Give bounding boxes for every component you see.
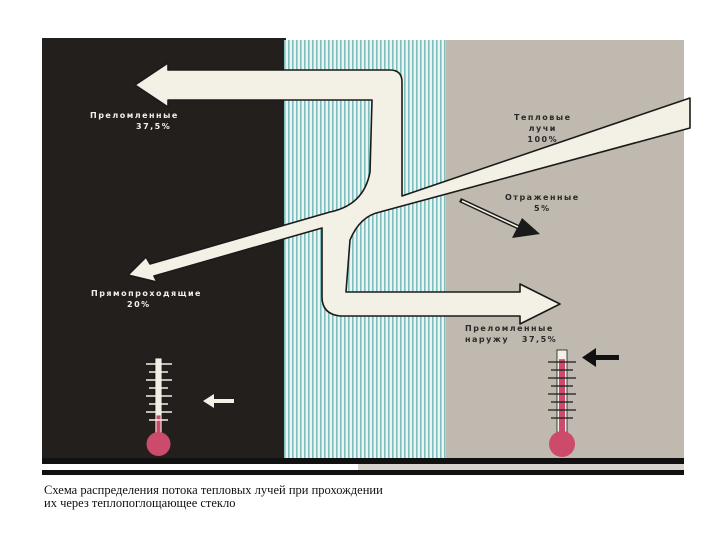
- reflected-value: 5%: [505, 203, 580, 214]
- inside-thermometer-bulb: [147, 432, 171, 456]
- direct-value: 20%: [91, 299, 202, 310]
- floor-band-bottom: [42, 470, 684, 475]
- reflected-title: Отраженные: [505, 192, 580, 203]
- glass-pane: [284, 40, 446, 460]
- caption-line-2: их через теплопоглощающее стекло: [44, 497, 684, 510]
- refracted-outside-value: наружу 37,5%: [465, 334, 557, 345]
- floor-band-light: [358, 464, 684, 470]
- refracted-inside-value: 37,5%: [90, 121, 179, 132]
- outside-thermometer-bulb: [549, 431, 575, 457]
- floor-band-dark: [42, 458, 684, 464]
- reflected-label: Отраженные 5%: [505, 192, 580, 214]
- heat-rays-subtitle: лучи: [514, 123, 572, 134]
- refracted-outside-label: Преломленные наружу 37,5%: [465, 323, 557, 345]
- heat-rays-title: Тепловые: [514, 112, 572, 123]
- direct-label: Прямопроходящие 20%: [91, 288, 202, 310]
- diagram-caption: Схема распределения потока тепловых луче…: [44, 484, 684, 510]
- outside-thermometer-fill: [559, 359, 565, 442]
- heat-rays-label: Тепловые лучи 100%: [514, 112, 572, 145]
- refracted-outside-title: Преломленные: [465, 323, 557, 334]
- refracted-inside-label: Преломленные 37,5%: [90, 110, 179, 132]
- heat-rays-value: 100%: [514, 134, 572, 145]
- direct-title: Прямопроходящие: [91, 288, 202, 299]
- refracted-inside-title: Преломленные: [90, 110, 179, 121]
